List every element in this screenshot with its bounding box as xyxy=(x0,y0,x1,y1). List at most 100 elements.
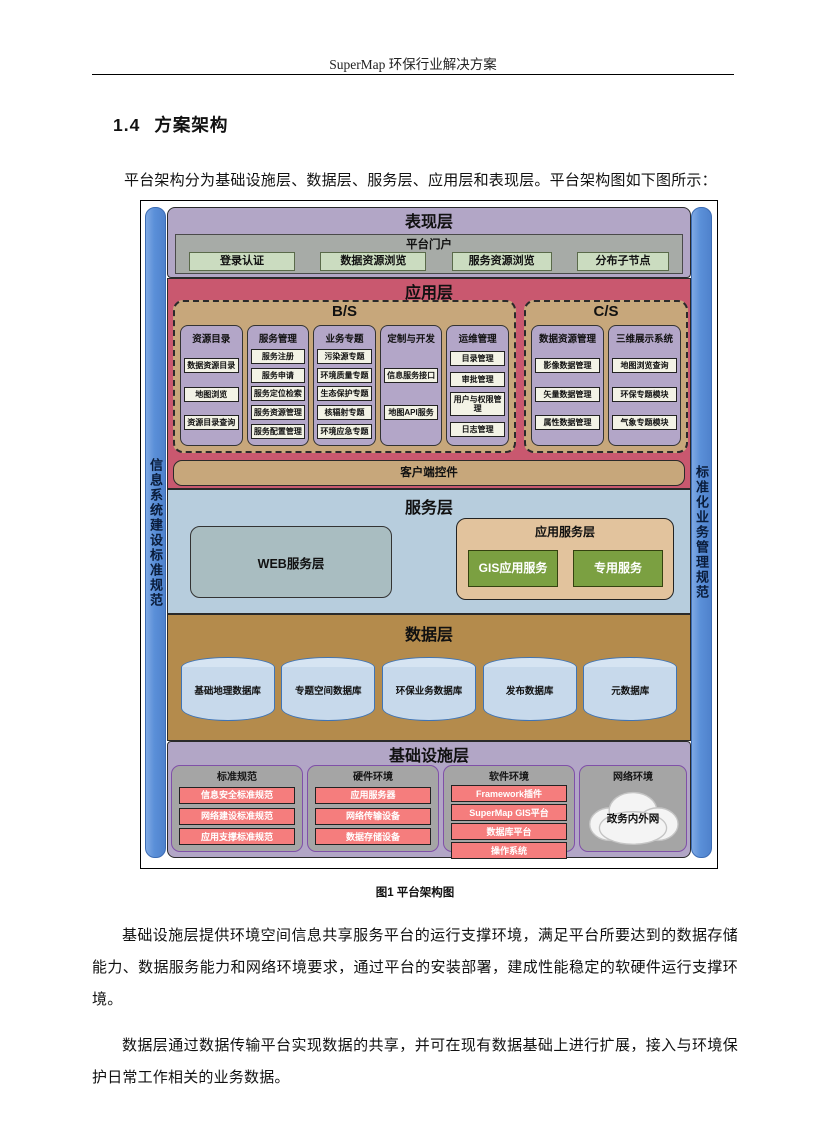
bs-item: 服务申请 xyxy=(250,367,306,383)
portal-buttons: 登录认证 数据资源浏览 服务资源浏览 分布子节点 xyxy=(189,252,669,271)
application-layer-title: 应用层 xyxy=(404,285,453,302)
bs-column-resource-catalog: 资源目录 数据资源目录 地图浏览 资源目录查询 xyxy=(180,325,243,446)
bs-column-operations: 运维管理 目录管理 审批管理 用户与权限管理 日志管理 xyxy=(446,325,509,446)
bs-panel-title: B/S xyxy=(331,303,357,320)
figure-caption: 图1 平台架构图 xyxy=(375,887,455,899)
infra-item: 信息安全标准规范 xyxy=(179,786,295,804)
bs-column-customization: 定制与开发 信息服务接口 地图API服务 xyxy=(379,325,443,446)
bs-item: 环境应急专题 xyxy=(317,424,372,440)
cs-item: 属性数据管理 xyxy=(535,414,600,430)
infra-item: 应用支撑标准规范 xyxy=(179,828,295,846)
paragraph-data-layer: 数据层通过数据传输平台实现数据的共享，并可在现有数据基础上进行扩展，接入与环境保… xyxy=(92,1038,738,1086)
portal-button-login: 登录认证 xyxy=(189,252,295,271)
database-label: 元数据库 xyxy=(611,686,650,697)
header-rule xyxy=(92,74,734,75)
group-standards: 标准规范 信息安全标准规范 网络建设标准规范 应用支撑标准规范 xyxy=(171,765,303,852)
infra-item: 操作系统 xyxy=(451,842,567,859)
bs-item: 审批管理 xyxy=(450,371,505,387)
database-label: 环保业务数据库 xyxy=(395,686,463,697)
section-title: 方案架构 xyxy=(154,115,229,135)
group-title: 网络环境 xyxy=(613,772,653,783)
database-cylinder-publish: 发布数据库 xyxy=(482,657,577,721)
infra-item: 应用服务器 xyxy=(315,786,431,804)
infra-item: 数据库平台 xyxy=(451,823,567,840)
infrastructure-groups: 标准规范 信息安全标准规范 网络建设标准规范 应用支撑标准规范 硬件环境 应用服… xyxy=(171,765,687,859)
portal-title: 平台门户 xyxy=(406,239,452,251)
cloud-label: 政务内外网 xyxy=(606,812,660,825)
database-label: 基础地理数据库 xyxy=(194,686,261,697)
bs-item: 资源目录查询 xyxy=(184,414,239,430)
section-number: 1.4 xyxy=(113,115,141,135)
bs-item: 地图API服务 xyxy=(383,405,439,421)
group-hardware: 硬件环境 应用服务器 网络传输设备 数据存储设备 xyxy=(307,765,439,852)
portal-button-subnode: 分布子节点 xyxy=(576,252,669,271)
bs-item: 服务资源管理 xyxy=(250,405,306,421)
bs-item: 地图浏览 xyxy=(184,386,239,402)
bs-panel: B/S 资源目录 数据资源目录 地图浏览 资源目录查询 服务管理 服务注册 xyxy=(173,300,516,453)
database-cylinder-base-geo: 基础地理数据库 xyxy=(180,657,275,721)
cs-column-title: 三维展示系统 xyxy=(615,334,673,345)
bs-item: 信息服务接口 xyxy=(383,367,439,383)
bs-columns: 资源目录 数据资源目录 地图浏览 资源目录查询 服务管理 服务注册 服务申请 服… xyxy=(180,325,509,446)
bs-item: 环境质量专题 xyxy=(317,367,372,383)
service-layer: 服务层 WEB服务层 应用服务层 GIS应用服务 专用服务 xyxy=(167,489,691,614)
data-layer: 数据层 基础地理数据库 专题空间数据库 环保业务数据库 发布数据库 xyxy=(167,614,691,741)
web-service-layer-box: WEB服务层 xyxy=(190,526,392,598)
cs-item: 气象专题模块 xyxy=(612,414,677,430)
infrastructure-layer-title: 基础设施层 xyxy=(388,748,469,765)
bs-item: 目录管理 xyxy=(450,350,505,366)
infra-item: 数据存储设备 xyxy=(315,828,431,846)
database-row: 基础地理数据库 专题空间数据库 环保业务数据库 发布数据库 元数据库 xyxy=(174,657,684,721)
group-software: 软件环境 Framework插件 SuperMap GIS平台 数据库平台 操作… xyxy=(443,765,575,859)
cloud-icon xyxy=(589,791,679,846)
infrastructure-layer: 基础设施层 标准规范 信息安全标准规范 网络建设标准规范 应用支撑标准规范 硬件… xyxy=(167,741,691,859)
infra-item: 网络传输设备 xyxy=(315,807,431,825)
bs-item: 服务注册 xyxy=(250,348,306,364)
cs-item: 环保专题模块 xyxy=(612,386,677,402)
presentation-layer: 表现层 平台门户 登录认证 数据资源浏览 服务资源浏览 分布子节点 xyxy=(167,207,691,278)
bs-column-title: 定制与开发 xyxy=(387,334,435,345)
group-title: 硬件环境 xyxy=(353,772,393,783)
cs-column-3d-display: 三维展示系统 地图浏览查询 环保专题模块 气象专题模块 xyxy=(608,325,681,446)
cs-columns: 数据资源管理 影像数据管理 矢量数据管理 属性数据管理 三维展示系统 地图浏览查… xyxy=(531,325,681,446)
bs-item: 生态保护专题 xyxy=(317,386,372,402)
cs-item: 地图浏览查询 xyxy=(612,358,677,374)
bs-item: 数据资源目录 xyxy=(184,358,239,374)
left-standards-bar-label: 信息系统建设标准规范 xyxy=(148,457,163,608)
bs-item: 核辐射专题 xyxy=(317,405,372,421)
running-header: SuperMap 环保行业解决方案 xyxy=(329,57,497,72)
infra-item: Framework插件 xyxy=(451,785,567,802)
bs-column-service-management: 服务管理 服务注册 服务申请 服务定位检索 服务资源管理 服务配置管理 xyxy=(246,325,310,446)
bs-item: 用户与权限管理 xyxy=(450,392,505,417)
infra-item: 网络建设标准规范 xyxy=(179,807,295,825)
cs-column-title: 数据资源管理 xyxy=(538,334,596,345)
bs-column-title: 服务管理 xyxy=(258,334,297,345)
body-text-block: 图1 平台架构图 基础设施层提供环境空间信息共享服务平台的运行支撑环境，满足平台… xyxy=(92,884,738,1108)
app-service-layer-box: 应用服务层 GIS应用服务 专用服务 xyxy=(456,518,674,600)
left-standards-bar: 信息系统建设标准规范 xyxy=(145,207,166,858)
database-cylinder-env-business: 环保业务数据库 xyxy=(381,657,476,721)
right-standards-bar: 标准化业务管理规范 xyxy=(691,207,712,858)
bs-item: 服务配置管理 xyxy=(250,424,306,440)
data-layer-title: 数据层 xyxy=(404,627,453,644)
group-network: 网络环境 政务内外网 xyxy=(579,765,687,852)
bs-column-title: 业务专题 xyxy=(325,334,364,345)
database-label: 发布数据库 xyxy=(505,686,554,697)
cs-panel: C/S 数据资源管理 影像数据管理 矢量数据管理 属性数据管理 三维展示系统 xyxy=(524,300,688,453)
portal-button-data-browse: 数据资源浏览 xyxy=(320,252,427,271)
gis-app-service-box: GIS应用服务 xyxy=(468,550,558,587)
platform-portal: 平台门户 登录认证 数据资源浏览 服务资源浏览 分布子节点 xyxy=(175,234,683,274)
application-layer: 应用层 B/S 资源目录 数据资源目录 地图浏览 资源目录查询 服务管理 xyxy=(167,278,691,489)
bs-item: 污染源专题 xyxy=(317,348,372,364)
cs-item: 矢量数据管理 xyxy=(535,386,600,402)
cs-column-data-resource: 数据资源管理 影像数据管理 矢量数据管理 属性数据管理 xyxy=(531,325,604,446)
presentation-layer-title: 表现层 xyxy=(404,214,453,231)
infra-item: SuperMap GIS平台 xyxy=(451,804,567,821)
database-cylinder-metadata: 元数据库 xyxy=(583,657,678,721)
dedicated-service-box: 专用服务 xyxy=(573,550,663,587)
database-label: 专题空间数据库 xyxy=(295,686,362,697)
intro-paragraph: 平台架构分为基础设施层、数据层、服务层、应用层和表现层。平台架构图如下图所示： xyxy=(124,173,717,189)
client-control-bar: 客户端控件 xyxy=(173,460,685,486)
bs-column-title: 运维管理 xyxy=(458,334,497,345)
